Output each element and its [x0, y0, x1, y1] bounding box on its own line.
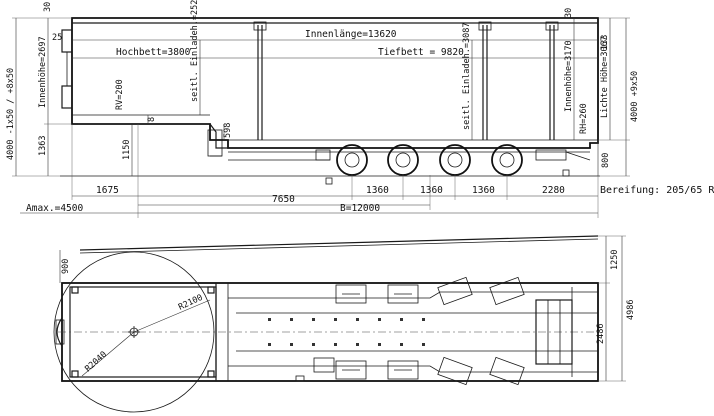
radius-r2100 [133, 299, 211, 333]
label-rh: RH=260 [579, 103, 589, 134]
label-r2040: R2040 [83, 350, 109, 375]
label-r2100: R2100 [177, 293, 204, 313]
label-1150: 1150 [122, 140, 132, 160]
marker-3 [295, 375, 305, 382]
top-view-projection-line [79, 235, 599, 251]
toolbox [313, 357, 335, 373]
label-tyres: Bereifung: 205/65 R17,5 [600, 185, 714, 196]
label-2280: 2280 [542, 185, 565, 196]
stanchions [253, 21, 559, 140]
rear-underrun [565, 151, 591, 161]
label-8: 8 [147, 117, 157, 122]
front-coupling-box [55, 319, 65, 345]
deck-bolts [268, 318, 425, 346]
wheel-1 [336, 144, 368, 176]
label-1360-c: 1360 [472, 185, 495, 196]
label-innenhoehe-1: Innenhöhe=2697 [38, 36, 48, 108]
wheel-4 [491, 144, 523, 176]
corner-rr [207, 370, 215, 378]
label-1250: 1250 [610, 250, 620, 270]
top-view-projection-line-2 [79, 238, 599, 254]
label-30-left: 30 [43, 2, 53, 12]
side-view: Innenlänge=13620 Hochbett=3800 Tiefbett … [6, 0, 714, 218]
label-1363: 1363 [38, 136, 48, 156]
label-rv: RV=200 [115, 79, 125, 110]
label-seitl-einladeh-1: seitl. Einladeh.=2529 [190, 0, 200, 102]
turning-circle-r2040 [53, 251, 215, 413]
corner-rl [71, 370, 79, 378]
label-25: 25 [52, 33, 62, 43]
label-133: 133 [600, 35, 610, 50]
rear-bumper [535, 149, 567, 161]
spare-holder [315, 149, 331, 161]
label-total-height-left: 4000 -1x50 / +8x50 [6, 68, 16, 160]
label-total-height-right: 4000 +9x50 [630, 71, 640, 122]
label-innenlaenge: Innenlänge=13620 [305, 29, 397, 40]
marker-1 [325, 177, 333, 185]
label-tiefbett: Tiefbett = 9820 [378, 47, 464, 58]
dim-extension-lines [71, 124, 599, 218]
label-4986: 4986 [626, 300, 636, 320]
corner-fr [207, 286, 215, 294]
wheels [336, 144, 523, 176]
label-b: B=12000 [340, 203, 380, 214]
label-598: 598 [223, 123, 233, 138]
front-bracket-top [61, 29, 73, 53]
axle-groups [335, 276, 525, 386]
top-view: R2100 R2040 900 1250 2486 4986 [53, 235, 636, 413]
label-innenhoehe-2: Innenhöhe=3170 [564, 40, 574, 112]
label-seitl-einladeh-2: seitl. Einladeh.=3087 [462, 23, 472, 130]
front-bracket-bottom [61, 85, 73, 109]
rail-top [228, 291, 598, 299]
rail-bottom [228, 365, 598, 373]
label-1360-a: 1360 [366, 185, 389, 196]
label-1360-b: 1360 [420, 185, 443, 196]
marker-2 [562, 169, 570, 177]
corner-fl [71, 286, 79, 294]
wheel-3 [439, 144, 471, 176]
radius-r2040 [81, 331, 135, 377]
label-800: 800 [601, 153, 611, 168]
label-hochbett: Hochbett=3800 [116, 47, 191, 58]
label-900: 900 [61, 259, 71, 274]
label-2486: 2486 [596, 324, 606, 344]
label-1675: 1675 [96, 185, 119, 196]
label-lichte-hoehe: Lichte Höhe=3067 [600, 36, 610, 118]
label-7650: 7650 [272, 194, 295, 205]
wheel-2 [387, 144, 419, 176]
label-amax: Amax.=4500 [26, 203, 83, 214]
label-30-right: 30 [564, 8, 574, 18]
